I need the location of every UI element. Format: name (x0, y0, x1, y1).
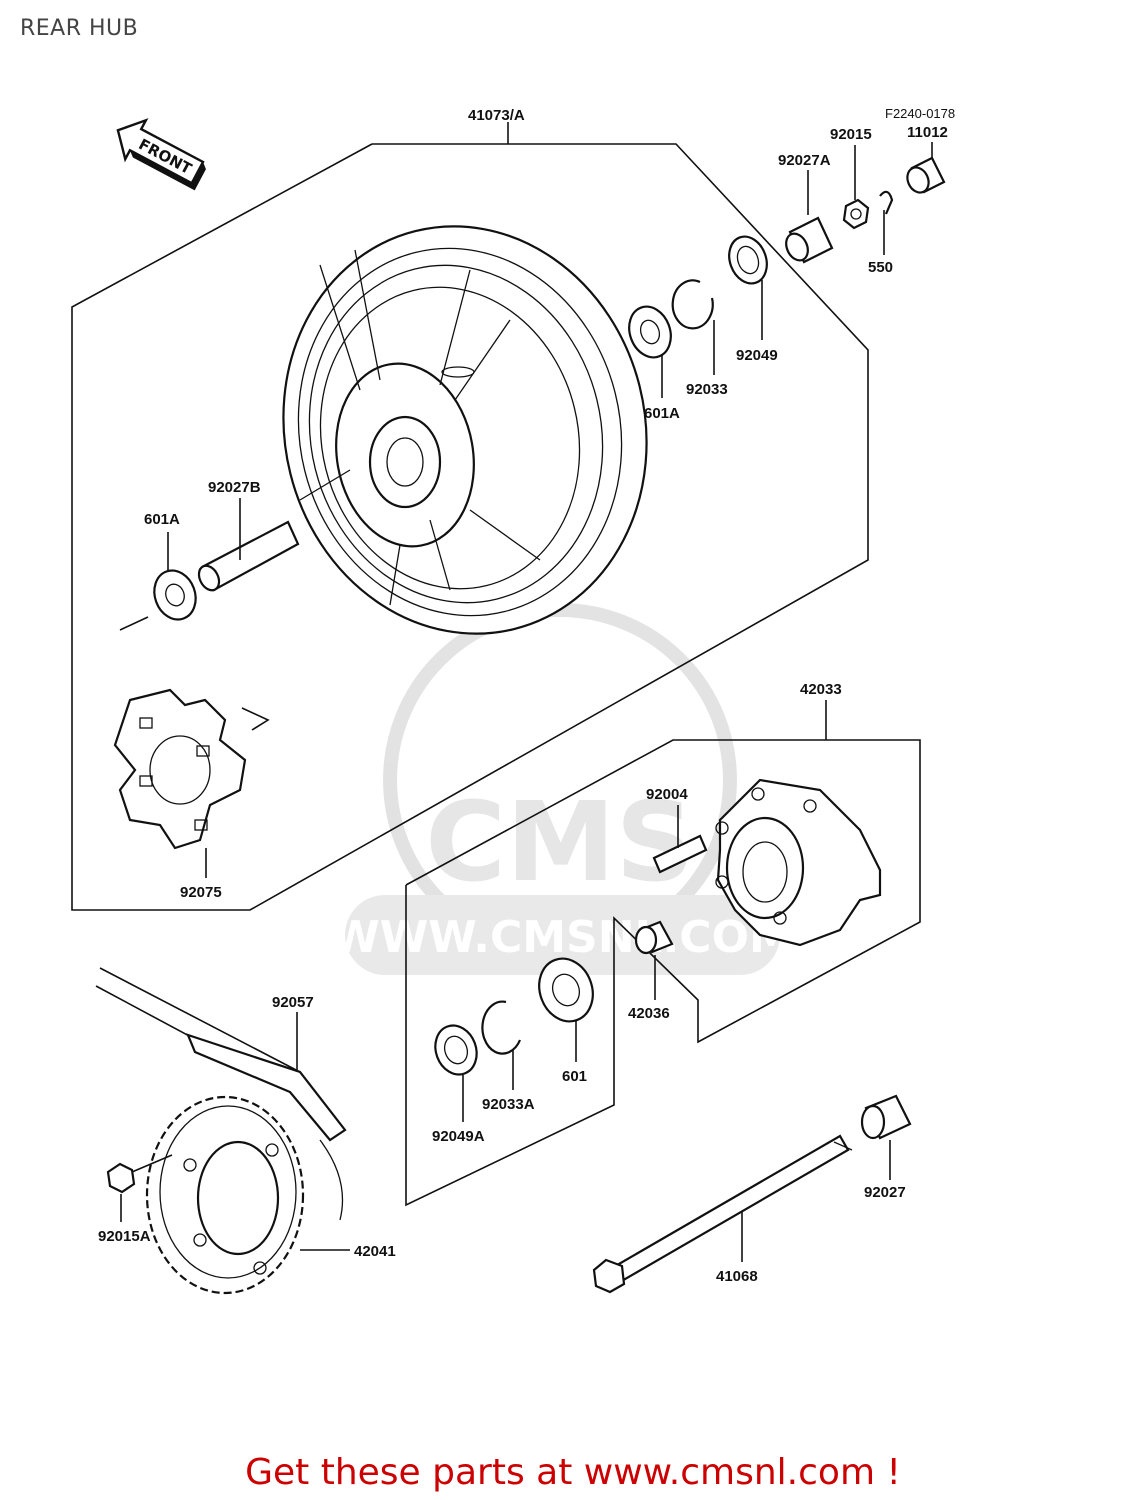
seal-92049a (434, 1024, 478, 1076)
hub-flange-42033 (715, 778, 882, 947)
collar-42036 (634, 920, 674, 955)
label-42033: 42033 (800, 681, 842, 698)
stud-92004 (652, 834, 708, 874)
label-601a-left: 601A (144, 511, 180, 528)
circlip-92033a (481, 1000, 522, 1055)
nut-11012 (906, 156, 946, 194)
label-92049a: 92049A (432, 1128, 485, 1145)
bearing-601a-left (153, 569, 197, 621)
page-title: REAR HUB (20, 16, 139, 41)
collar-92027a (785, 216, 834, 264)
label-92015: 92015 (830, 126, 872, 143)
sprocket-42041 (145, 1095, 305, 1295)
parts-promo-link[interactable]: Get these parts at www.cmsnl.com ! (245, 1452, 901, 1493)
label-92033a: 92033A (482, 1096, 535, 1113)
bearing-601a-top (628, 305, 672, 359)
nut-92015a (106, 1162, 136, 1194)
label-92004: 92004 (646, 786, 688, 803)
label-92027a: 92027A (778, 152, 831, 169)
watermark: WWW.CMSNL.COM CMS (331, 603, 793, 975)
wheel-assembly-outline (71, 143, 869, 911)
label-11012: 11012 (907, 124, 948, 141)
hub-assembly-outline (405, 739, 921, 1207)
seal-92049 (728, 235, 768, 285)
circlip-92033 (671, 279, 714, 330)
label-92027: 92027 (864, 1184, 906, 1201)
front-arrow-icon: FRONT (116, 118, 206, 191)
label-550: 550 (868, 259, 893, 276)
collar-92027b (197, 520, 300, 592)
label-92027b: 92027B (208, 479, 261, 496)
label-42041: 42041 (354, 1243, 396, 1260)
bearing-601 (538, 957, 594, 1023)
label-92049: 92049 (736, 347, 778, 364)
rear-wheel (282, 225, 648, 635)
watermark-logo: CMS (425, 778, 694, 906)
nut-92015 (842, 198, 870, 230)
cotter-pin-550 (879, 190, 894, 215)
leader-lines (120, 142, 933, 1262)
label-42036: 42036 (628, 1005, 670, 1022)
label-41068: 41068 (716, 1268, 758, 1285)
watermark-url: WWW.CMSNL.COM (331, 912, 793, 963)
axle-41068 (592, 1134, 853, 1294)
exploded-parts-diagram: WWW.CMSNL.COM CMS FRONT (71, 106, 955, 1295)
collar-92027 (860, 1094, 912, 1140)
label-92075: 92075 (180, 884, 222, 901)
part-labels: F2240-0178 41073/A 92015 11012 92027A 55… (98, 106, 955, 1285)
damper-92075 (113, 688, 247, 850)
label-92057: 92057 (272, 994, 314, 1011)
label-92033: 92033 (686, 381, 728, 398)
chain-92057 (95, 967, 347, 1221)
label-601a-top: 601A (644, 405, 680, 422)
figure-reference: F2240-0178 (885, 106, 955, 121)
label-41073a: 41073/A (468, 107, 525, 124)
label-92015a: 92015A (98, 1228, 151, 1245)
label-601: 601 (562, 1068, 587, 1085)
